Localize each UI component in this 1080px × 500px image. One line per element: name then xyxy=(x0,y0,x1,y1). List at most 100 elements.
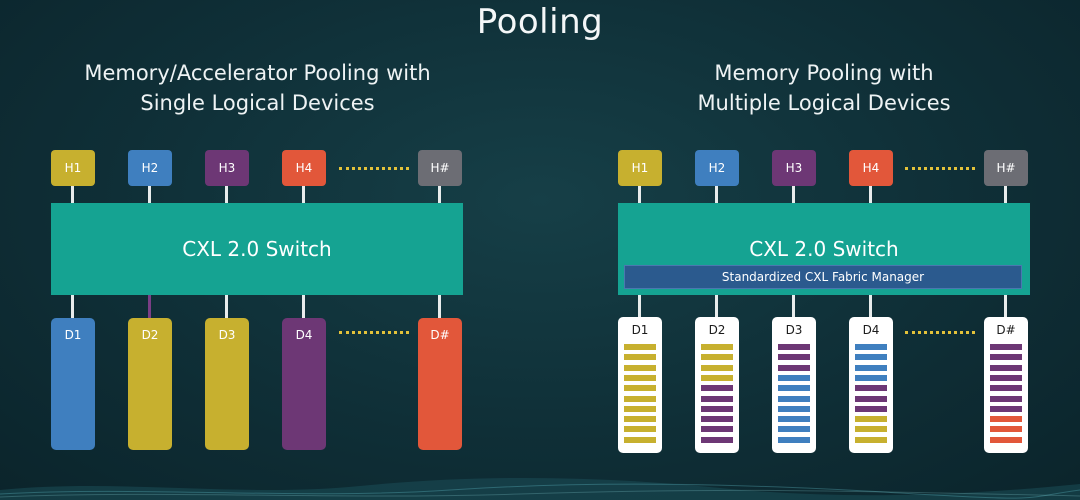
right-heading-line1: Memory Pooling with xyxy=(714,61,934,85)
right-device-wire-dn xyxy=(1004,295,1007,319)
memory-slice xyxy=(855,364,887,371)
left-device-d1: D1 xyxy=(51,318,95,450)
memory-slice xyxy=(990,364,1022,371)
memory-slice xyxy=(778,374,810,381)
memory-slice xyxy=(778,354,810,361)
memory-slice xyxy=(778,395,810,402)
memory-slice xyxy=(701,395,733,402)
memory-slice xyxy=(701,354,733,361)
memory-slice xyxy=(990,395,1022,402)
right-host-h3: H3 xyxy=(772,150,816,186)
left-host-wire-h1 xyxy=(71,186,74,204)
memory-slice xyxy=(701,426,733,433)
left-device-wire-d4 xyxy=(302,295,305,319)
left-host-hn: H# xyxy=(418,150,462,186)
left-heading-line1: Memory/Accelerator Pooling with xyxy=(84,61,431,85)
right-host-ellipsis xyxy=(905,167,975,170)
right-device-wire-d3 xyxy=(792,295,795,319)
memory-slice xyxy=(855,416,887,423)
fabric-manager-bar: Standardized CXL Fabric Manager xyxy=(624,265,1022,289)
memory-slice xyxy=(701,364,733,371)
left-device-wire-d2 xyxy=(148,295,151,319)
right-device-dn: D# xyxy=(984,317,1028,453)
memory-slice xyxy=(990,354,1022,361)
left-host-h4: H4 xyxy=(282,150,326,186)
right-device-wire-d2 xyxy=(715,295,718,319)
right-device-d3: D3 xyxy=(772,317,816,453)
right-host-wire-h3 xyxy=(792,186,795,204)
right-device-ellipsis xyxy=(905,331,975,334)
right-device-d2: D2 xyxy=(695,317,739,453)
memory-slice xyxy=(624,436,656,443)
memory-slice xyxy=(855,395,887,402)
memory-slice xyxy=(990,426,1022,433)
memory-slice xyxy=(624,426,656,433)
right-device-wire-d4 xyxy=(869,295,872,319)
right-host-wire-h4 xyxy=(869,186,872,204)
right-host-h2: H2 xyxy=(695,150,739,186)
memory-slice xyxy=(990,385,1022,392)
left-host-h1: H1 xyxy=(51,150,95,186)
memory-slice xyxy=(624,395,656,402)
right-host-wire-h2 xyxy=(715,186,718,204)
memory-slice xyxy=(855,385,887,392)
fabric-manager-label: Standardized CXL Fabric Manager xyxy=(721,270,925,284)
memory-slice xyxy=(855,436,887,443)
memory-slice xyxy=(624,344,656,350)
memory-slice xyxy=(778,405,810,412)
memory-slice xyxy=(624,405,656,412)
left-device-d4: D4 xyxy=(282,318,326,450)
left-heading-line2: Single Logical Devices xyxy=(140,91,375,115)
memory-slice xyxy=(855,405,887,412)
memory-slice xyxy=(778,344,810,350)
left-host-h2: H2 xyxy=(128,150,172,186)
right-host-h1: H1 xyxy=(618,150,662,186)
left-host-wire-h4 xyxy=(302,186,305,204)
left-cxl-switch: CXL 2.0 Switch xyxy=(51,203,463,295)
left-device-dn: D# xyxy=(418,318,462,450)
memory-slice xyxy=(855,344,887,350)
decorative-wave-background xyxy=(0,477,1080,500)
right-host-wire-h1 xyxy=(638,186,641,204)
memory-slice xyxy=(778,416,810,423)
memory-slice xyxy=(624,364,656,371)
memory-slice xyxy=(990,405,1022,412)
memory-slice xyxy=(701,416,733,423)
memory-slice xyxy=(624,354,656,361)
memory-slice xyxy=(701,405,733,412)
right-device-d4: D4 xyxy=(849,317,893,453)
memory-slice xyxy=(990,344,1022,350)
memory-slice xyxy=(701,385,733,392)
left-device-wire-dn xyxy=(438,295,441,319)
right-host-hn: H# xyxy=(984,150,1028,186)
right-device-d2-label: D2 xyxy=(708,323,726,337)
left-device-d3: D3 xyxy=(205,318,249,450)
memory-slice xyxy=(701,374,733,381)
memory-slice xyxy=(855,354,887,361)
left-host-wire-h3 xyxy=(225,186,228,204)
memory-slice xyxy=(624,416,656,423)
right-device-d4-label: D4 xyxy=(862,323,880,337)
left-switch-label: CXL 2.0 Switch xyxy=(182,237,332,261)
right-host-wire-hn xyxy=(1004,186,1007,204)
left-host-ellipsis xyxy=(339,167,409,170)
memory-slice xyxy=(701,436,733,443)
memory-slice xyxy=(990,416,1022,423)
right-device-wire-d1 xyxy=(638,295,641,319)
memory-slice xyxy=(778,436,810,443)
right-device-d1-label: D1 xyxy=(631,323,649,337)
right-host-h4: H4 xyxy=(849,150,893,186)
right-panel-heading: Memory Pooling with Multiple Logical Dev… xyxy=(600,58,1048,118)
memory-slice xyxy=(778,364,810,371)
right-device-dn-label: D# xyxy=(996,323,1016,337)
right-device-d3-label: D3 xyxy=(785,323,803,337)
right-device-d1: D1 xyxy=(618,317,662,453)
memory-slice xyxy=(778,385,810,392)
memory-slice xyxy=(624,385,656,392)
right-heading-line2: Multiple Logical Devices xyxy=(697,91,951,115)
left-device-wire-d3 xyxy=(225,295,228,319)
left-host-wire-hn xyxy=(438,186,441,204)
right-switch-label: CXL 2.0 Switch xyxy=(749,237,899,261)
memory-slice xyxy=(990,374,1022,381)
memory-slice xyxy=(855,426,887,433)
